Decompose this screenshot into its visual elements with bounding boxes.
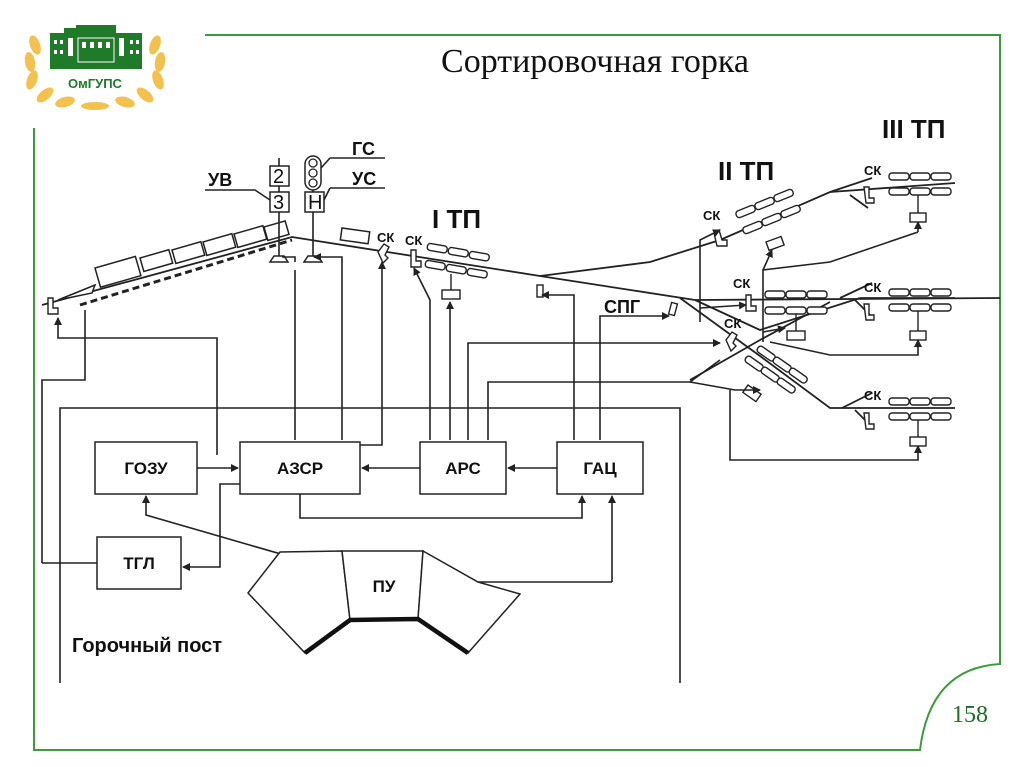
retarder-tp2-middle (764, 290, 828, 341)
post-label: Горочный пост (72, 635, 222, 657)
speed-radar-icon (863, 303, 875, 321)
sk-labels: СК СК СК СК СК СК СК СК (377, 163, 881, 403)
us-indicator (304, 191, 325, 213)
sk-label: СК (864, 388, 881, 403)
gs-label: ГС (352, 139, 375, 159)
speed-radar-icon (377, 243, 390, 265)
block-connectors (142, 464, 616, 583)
zone-label-tp1: I ТП (432, 204, 481, 234)
route-indicator-2 (269, 165, 290, 187)
railcars (57, 220, 371, 301)
retarder-tp3-2 (888, 288, 952, 341)
sk-label: СК (405, 233, 422, 248)
control-wiring (41, 221, 922, 683)
control-console[interactable]: ПУ (247, 549, 522, 655)
speed-radar-icon (745, 294, 757, 312)
block-ars[interactable]: АРС (419, 441, 507, 495)
speed-radar-icon (725, 331, 738, 353)
building-icon (50, 25, 142, 69)
block-azsr[interactable]: АЗСР (239, 441, 361, 495)
block-tgl[interactable]: ТГЛ (96, 536, 182, 590)
retarder-tp3-1 (888, 172, 952, 223)
sk-label: СК (377, 230, 394, 245)
sk-label: СК (864, 280, 881, 295)
us-letter: Н (308, 192, 322, 214)
zone-label-tp3: III ТП (882, 114, 945, 144)
retarder-tp3-3 (888, 397, 952, 447)
page-number: 158 (952, 702, 988, 728)
sk-label: СК (724, 316, 741, 331)
block-gozu-label: ГОЗУ (124, 459, 168, 478)
hump-track (41, 177, 1001, 426)
route-indicator-3 (269, 191, 290, 213)
control-blocks: ГОЗУ АЗСР АРС ГАЦ ТГЛ (94, 441, 644, 590)
retarder-tp1 (424, 242, 490, 300)
sk-label: СК (703, 208, 720, 223)
retarders (424, 172, 952, 447)
zone-label-tp2: II ТП (718, 156, 774, 186)
block-gac[interactable]: ГАЦ (556, 441, 644, 495)
speed-radar-icons (47, 186, 875, 430)
signals: 2 3 Н УВ ГС УС (205, 139, 385, 263)
us-label: УС (352, 169, 376, 189)
slide-frame (33, 34, 1001, 751)
block-gozu[interactable]: ГОЗУ (94, 441, 198, 495)
uv-label: УВ (208, 170, 232, 190)
speed-radar-icon (410, 249, 422, 268)
wreath-icon (24, 35, 166, 110)
block-azsr-label: АЗСР (277, 459, 323, 478)
block-gac-label: ГАЦ (583, 459, 617, 478)
retarder-tp2-upper (735, 188, 801, 252)
speed-radar-icon (47, 297, 59, 315)
sk-label: СК (864, 163, 881, 178)
block-ars-label: АРС (445, 459, 480, 478)
retarder-tp2-lower (741, 345, 808, 403)
block-tgl-label: ТГЛ (123, 554, 155, 573)
sk-label: СК (733, 276, 750, 291)
uv-digit-bottom: 3 (273, 192, 284, 214)
university-logo: ОмГУПС (24, 25, 166, 110)
logo-text: ОмГУПС (68, 76, 123, 91)
switch-sensor-icon (667, 301, 679, 317)
spg-label: СПГ (604, 297, 640, 317)
slide-title: Сортировочная горка (441, 43, 749, 80)
speed-radar-icon (863, 412, 875, 430)
console-label: ПУ (373, 577, 396, 596)
uv-digit-top: 2 (273, 166, 284, 188)
speed-radar-icon (863, 186, 875, 204)
